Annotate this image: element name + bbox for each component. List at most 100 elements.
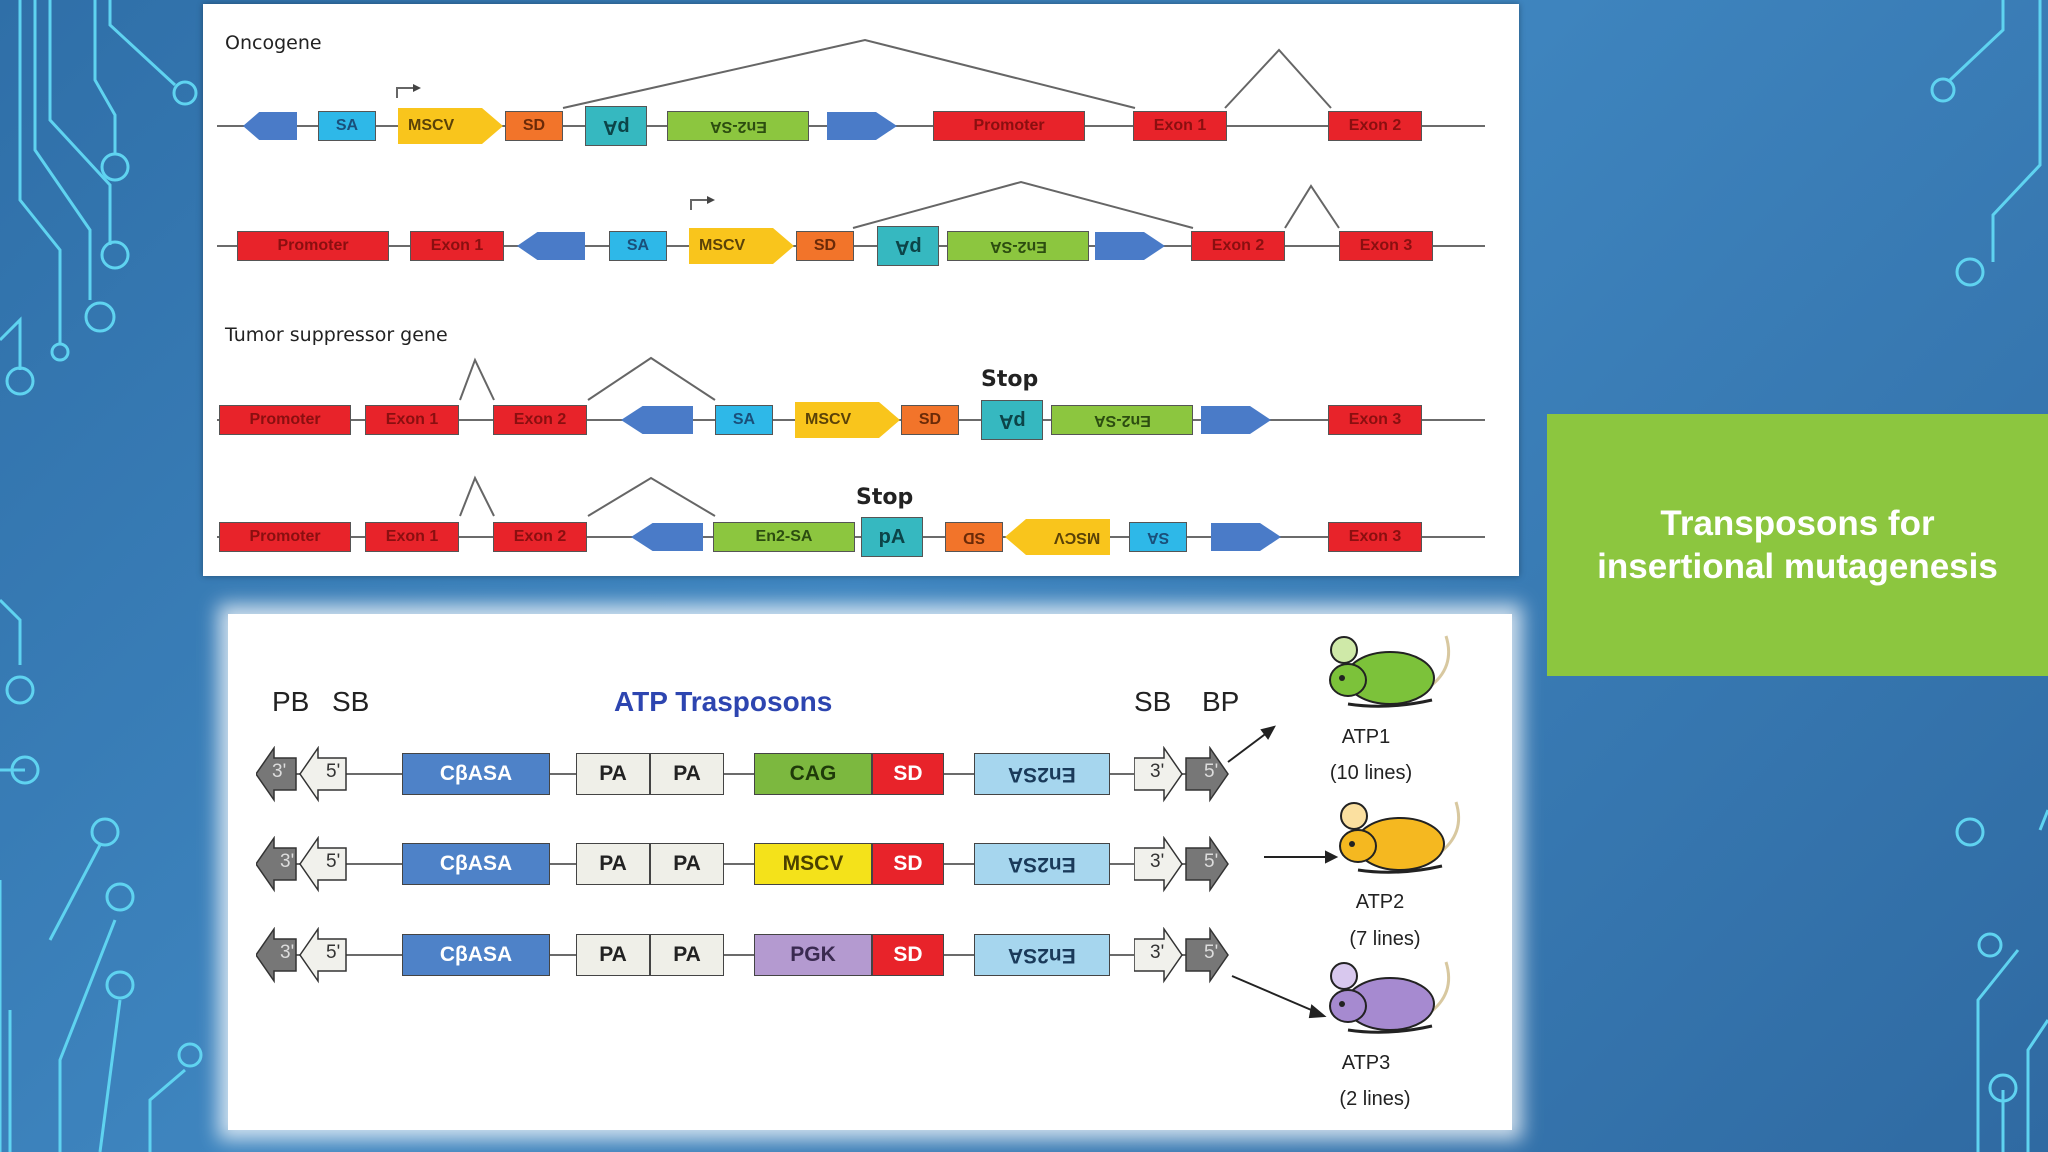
atp-transposons-title: ATP Trasposons: [614, 686, 833, 717]
promoter-box: Promoter: [237, 231, 389, 261]
mouse-icon: [1339, 801, 1461, 874]
bp-label: BP: [1202, 686, 1240, 717]
exon3-box: Exon 3: [1339, 231, 1433, 261]
en2sa-box: En2SA: [974, 843, 1110, 885]
mscv-arrow: MSCV: [689, 228, 794, 264]
cbasa-box: CβASA: [402, 843, 550, 885]
atp3-lines: (2 lines): [1339, 1088, 1411, 1110]
polya-box: pA: [861, 517, 923, 557]
promoter-box: Promoter: [219, 405, 351, 435]
atp2-lines: (7 lines): [1349, 928, 1421, 950]
pgk-promoter-box: PGK: [754, 934, 872, 976]
five-prime-label: 5': [1204, 761, 1219, 782]
exon2-box: Exon 2: [493, 405, 587, 435]
mscv-arrow: MSCV: [398, 108, 503, 144]
mouse-icon: [1329, 961, 1451, 1034]
atp1-name: ATP1: [1341, 726, 1391, 748]
three-prime-label: 3': [272, 761, 287, 782]
en2-sa-box: En2-SA: [1051, 405, 1193, 435]
sa-box: SA: [1129, 522, 1187, 552]
five-prime-label: 5': [326, 942, 341, 963]
pa-box: PA: [576, 753, 650, 795]
ir-arrows-left: [256, 927, 347, 984]
exon2-box: Exon 2: [1328, 111, 1422, 141]
en2-sa-box: En2-SA: [713, 522, 855, 552]
pa-box: PA: [650, 843, 724, 885]
five-prime-label: 5': [1204, 851, 1219, 872]
atp-transposons-panel: PB SB ATP Trasposons SB BP 3' 5' CβASA P…: [228, 614, 1512, 1130]
exon3-box: Exon 3: [1328, 522, 1422, 552]
ir-arrows-left: [256, 746, 347, 803]
polya-box: pA: [585, 106, 647, 146]
ir-arrows-left: [256, 836, 347, 893]
three-prime-label: 3': [1150, 942, 1165, 963]
sd-box: SD: [872, 753, 944, 795]
three-prime-label: 3': [1150, 761, 1165, 782]
three-prime-label: 3': [1150, 851, 1165, 872]
stop-label: Stop: [981, 367, 1039, 392]
gene-trap-diagram-panel: Oncogene SA MSCV SD pA En2-SA Promoter E…: [203, 4, 1519, 576]
pa-box: PA: [650, 753, 724, 795]
mouse-icon: [1329, 635, 1451, 708]
en2-sa-box: En2-SA: [947, 231, 1089, 261]
five-prime-label: 5': [326, 851, 341, 872]
atp-row-2: 3' 5' CβASA PA PA MSCV SD En2SA 3' 5': [228, 834, 1229, 894]
sd-box: SD: [872, 843, 944, 885]
sa-box: SA: [715, 405, 773, 435]
left-circuit-decoration: [0, 0, 203, 1152]
en2sa-box: En2SA: [974, 934, 1110, 976]
ir-arrows-right: [1134, 836, 1229, 893]
exon1-box: Exon 1: [365, 522, 459, 552]
exon1-box: Exon 1: [365, 405, 459, 435]
oncogene-title: Oncogene: [225, 32, 322, 54]
atp-row-3: 3' 5' CβASA PA PA PGK SD En2SA 3' 5': [228, 925, 1229, 985]
pa-box: PA: [576, 934, 650, 976]
arrows-to-mice: [1227, 725, 1339, 1019]
construct-line: [268, 773, 1188, 775]
three-prime-label: 3': [280, 942, 295, 963]
ir-arrows-right: [1134, 927, 1229, 984]
exon1-box: Exon 1: [410, 231, 504, 261]
splice-arcs: [396, 38, 1340, 517]
sa-box: SA: [318, 111, 376, 141]
atp1-lines: (10 lines): [1329, 762, 1413, 784]
atp2-name: ATP2: [1355, 891, 1405, 913]
exon2-box: Exon 2: [1191, 231, 1285, 261]
right-circuit-decoration: [1930, 0, 2048, 1152]
atp-row-1: 3' 5' CβASA PA PA CAG SD En2SA 3' 5': [228, 744, 1229, 804]
polya-box: pA: [981, 400, 1043, 440]
pa-box: PA: [650, 934, 724, 976]
cbasa-box: CβASA: [402, 753, 550, 795]
pa-box: PA: [576, 843, 650, 885]
ir-arrows-right: [1134, 746, 1229, 803]
slide-title-box: Transposons for insertional mutagenesis: [1547, 414, 2048, 676]
sd-box: SD: [505, 111, 563, 141]
construct-line: [268, 954, 1188, 956]
sb-left-label: SB: [332, 686, 370, 717]
sb-right-label: SB: [1134, 686, 1172, 717]
atp3-name: ATP3: [1341, 1052, 1391, 1074]
promoter-box: Promoter: [219, 522, 351, 552]
sd-box: SD: [945, 522, 1003, 552]
sd-box: SD: [796, 231, 854, 261]
polya-box: pA: [877, 226, 939, 266]
mscv-promoter-box: MSCV: [754, 843, 872, 885]
cag-promoter-box: CAG: [754, 753, 872, 795]
tumor-suppressor-title: Tumor suppressor gene: [225, 324, 448, 346]
exon2-box: Exon 2: [493, 522, 587, 552]
sd-box: SD: [872, 934, 944, 976]
en2sa-box: En2SA: [974, 753, 1110, 795]
sd-box: SD: [901, 405, 959, 435]
pb-label: PB: [272, 686, 310, 717]
en2-sa-box: En2-SA: [667, 111, 809, 141]
five-prime-label: 5': [326, 761, 341, 782]
mscv-arrow-reversed: MSCV: [1005, 519, 1110, 555]
five-prime-label: 5': [1204, 942, 1219, 963]
slide-title-line1: Transposons for: [1660, 504, 1935, 543]
cbasa-box: CβASA: [402, 934, 550, 976]
exon3-box: Exon 3: [1328, 405, 1422, 435]
sa-box: SA: [609, 231, 667, 261]
construct-line: [268, 863, 1188, 865]
stop-label: Stop: [856, 485, 914, 510]
promoter-box: Promoter: [933, 111, 1085, 141]
